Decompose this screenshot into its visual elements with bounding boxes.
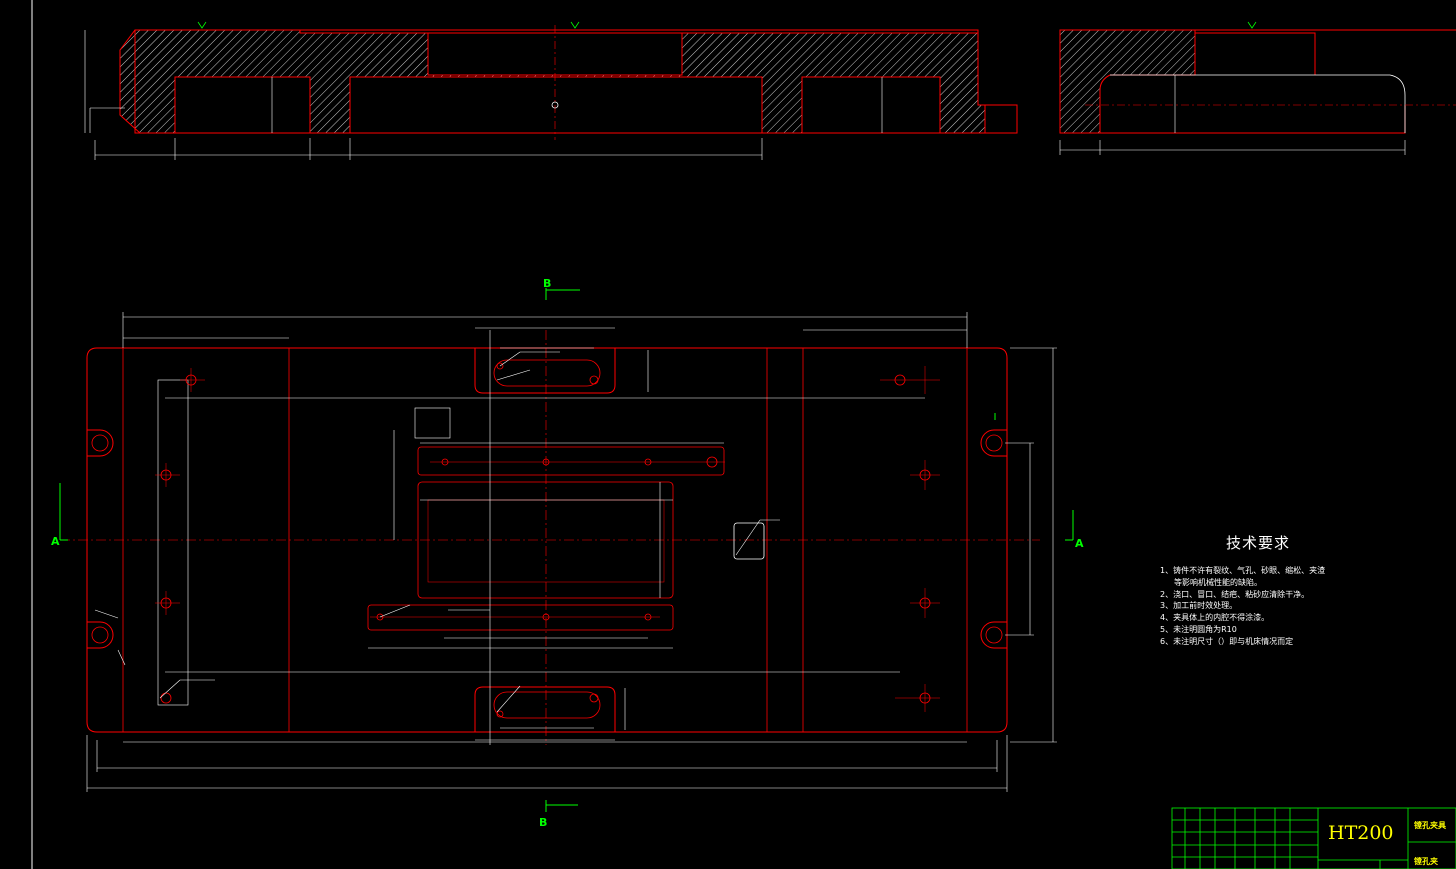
hole-crosshairs xyxy=(155,366,940,712)
roughness-symbol-1 xyxy=(197,21,207,29)
title-block xyxy=(1171,807,1456,869)
plan-top-tab xyxy=(474,348,616,394)
central-pocket xyxy=(417,481,674,599)
section-view-b-b xyxy=(1059,21,1456,155)
section-outline xyxy=(134,29,1018,134)
technical-requirements-title: 技术要求 xyxy=(1226,534,1291,552)
technical-requirements-panel: 技术要求 1、铸件不许有裂纹、气孔、砂眼、缩松、夹渣 等影响机械性能的缺陷。 2… xyxy=(1160,532,1390,648)
section-dimensions xyxy=(84,30,883,160)
side-locator-block xyxy=(733,522,765,560)
tech-req-item-5: 5、未注明圆角为R10 xyxy=(1160,624,1237,634)
tech-req-item-2: 2、浇口、冒口、结疤、粘砂应清除干净。 xyxy=(1160,589,1310,599)
plan-outline xyxy=(86,347,1008,733)
top-slot-bar xyxy=(417,446,725,476)
left-vertical-slot xyxy=(157,379,189,706)
tech-req-item-6: 6、未注明尺寸（）即与机床情况而定 xyxy=(1160,636,1294,646)
section-label-b-bottom: B xyxy=(539,816,547,829)
u-slot-right-bottom xyxy=(980,621,1007,649)
tech-req-item-1-cont: 等影响机械性能的缺陷。 xyxy=(1174,577,1262,587)
plan-view: B B A A xyxy=(51,277,1084,829)
title-block-name-top: 镗孔夹具 xyxy=(1414,820,1446,830)
side-cavity xyxy=(1110,74,1406,133)
side-dimensions xyxy=(1059,75,1406,155)
roughness-symbol-3 xyxy=(1247,21,1257,29)
section-label-a-right: A xyxy=(1075,537,1084,550)
small-locator-block xyxy=(414,407,451,439)
title-block-name-bottom: 镗孔夹 xyxy=(1414,856,1438,866)
material-label: HT200 xyxy=(1328,822,1394,844)
u-slot-right-top xyxy=(980,429,1007,457)
leader-lines xyxy=(94,351,780,713)
u-slot-left-bottom xyxy=(87,621,114,649)
plan-dimensions xyxy=(86,312,1057,792)
tech-req-item-3: 3、加工前时效处理。 xyxy=(1160,601,1238,611)
section-hole-mark xyxy=(551,101,559,109)
bottom-tab-slot xyxy=(493,691,601,719)
top-tab-slot xyxy=(493,359,601,387)
section-label-b-top: B xyxy=(543,277,551,290)
bottom-slot-bar xyxy=(367,604,674,631)
roughness-symbol-2 xyxy=(570,21,580,29)
tech-req-item-1: 1、铸件不许有裂纹、气孔、砂眼、缩松、夹渣 xyxy=(1160,566,1326,575)
section-cut-markers xyxy=(59,288,1074,812)
tech-req-item-4: 4、夹具体上的内腔不得涂漆。 xyxy=(1160,613,1270,623)
section-label-a-left: A xyxy=(51,535,60,548)
section-view-a-a xyxy=(84,21,1018,160)
u-slot-left-top xyxy=(87,429,114,457)
plan-bottom-tab xyxy=(474,686,616,732)
